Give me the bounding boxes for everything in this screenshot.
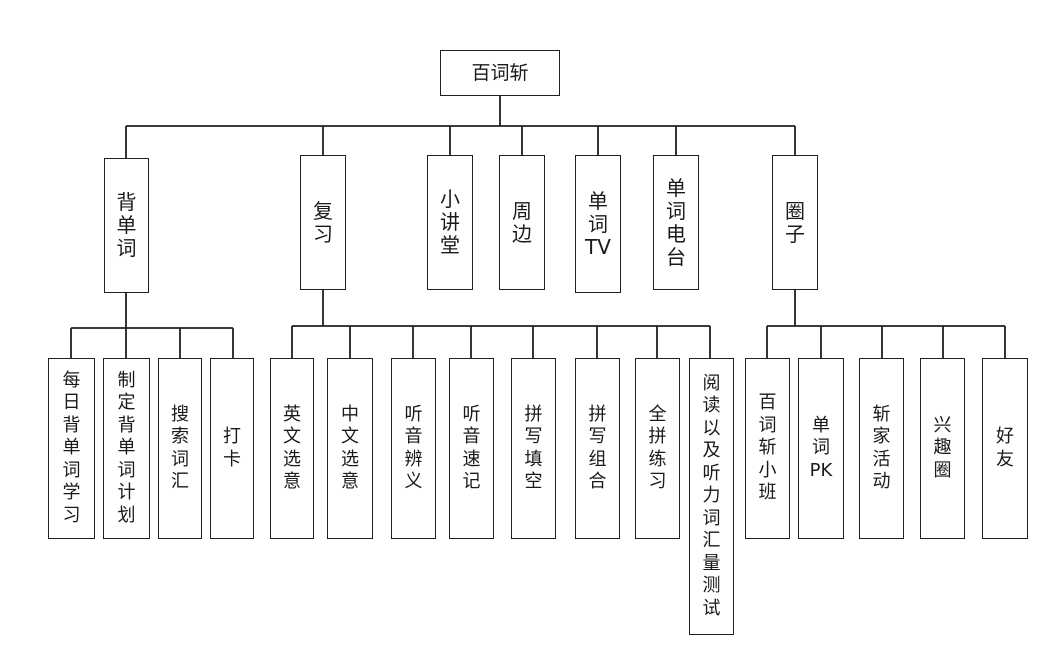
node-label: 斩家活动: [872, 403, 891, 493]
node-xiaojiangtang: 小讲堂: [427, 155, 473, 290]
node-label: 阅读以及听力词汇量测试: [702, 372, 721, 619]
node-label: 单词PK: [809, 414, 833, 481]
node-cihuiliang-ceshi: 阅读以及听力词汇量测试: [689, 358, 734, 635]
node-label: 单词TV: [585, 188, 611, 259]
node-label: 每日背单词学习: [62, 369, 81, 526]
node-label: 周边: [512, 198, 532, 246]
node-label: 圈子: [785, 198, 805, 246]
node-pinxie-zuhe: 拼写组合: [575, 358, 620, 539]
node-label: 背单词: [116, 190, 137, 260]
node-label: 好友: [996, 426, 1014, 470]
node-xingqu-quan: 兴趣圈: [920, 358, 965, 539]
node-zhiding-jihua: 制定背单词计划: [103, 358, 150, 539]
node-quanpin-lianxi: 全拼练习: [635, 358, 680, 539]
node-label: 中文选意: [341, 403, 359, 493]
node-danci-pk: 单词PK: [798, 358, 844, 539]
node-label: 百词斩小班: [758, 392, 777, 504]
node-tingyin-suji: 听音速记: [449, 358, 494, 539]
node-yingwen-xuanyi: 英文选意: [270, 358, 314, 539]
node-label: 复习: [313, 198, 333, 246]
node-haoyou: 好友: [982, 358, 1028, 539]
node-label: 制定背单词计划: [117, 369, 136, 526]
node-label: 单词电台: [666, 175, 686, 269]
node-label: 打卡: [223, 426, 241, 470]
node-label: 英文选意: [283, 403, 301, 493]
node-label: 听音辨义: [404, 403, 423, 493]
node-pinxie-tiankong: 拼写填空: [511, 358, 556, 539]
node-danci-diantai: 单词电台: [653, 155, 699, 290]
node-baicizhan-xiaoban: 百词斩小班: [745, 358, 790, 539]
node-meiri-beidanci: 每日背单词学习: [48, 358, 95, 539]
node-daka: 打卡: [210, 358, 254, 539]
node-zhoubian: 周边: [499, 155, 545, 290]
node-tingyin-bianyi: 听音辨义: [391, 358, 436, 539]
node-fuxi: 复习: [300, 155, 346, 290]
node-label: 全拼练习: [648, 403, 667, 493]
node-label: 拼写填空: [524, 403, 543, 493]
node-zhanjia-huodong: 斩家活动: [859, 358, 904, 539]
node-zhongwen-xuanyi: 中文选意: [327, 358, 373, 539]
node-label: 兴趣圈: [933, 414, 952, 481]
node-quanzi: 圈子: [772, 155, 818, 290]
node-label: 百词斩: [471, 62, 529, 84]
node-label: 拼写组合: [588, 403, 607, 493]
node-label: 搜索词汇: [171, 403, 189, 493]
node-root: 百词斩: [440, 50, 560, 96]
node-label: 小讲堂: [440, 187, 460, 257]
node-label: 听音速记: [462, 403, 481, 493]
node-sousuo-cihui: 搜索词汇: [158, 358, 202, 539]
node-bei-danci: 背单词: [104, 158, 149, 293]
node-danci-tv: 单词TV: [575, 155, 621, 293]
